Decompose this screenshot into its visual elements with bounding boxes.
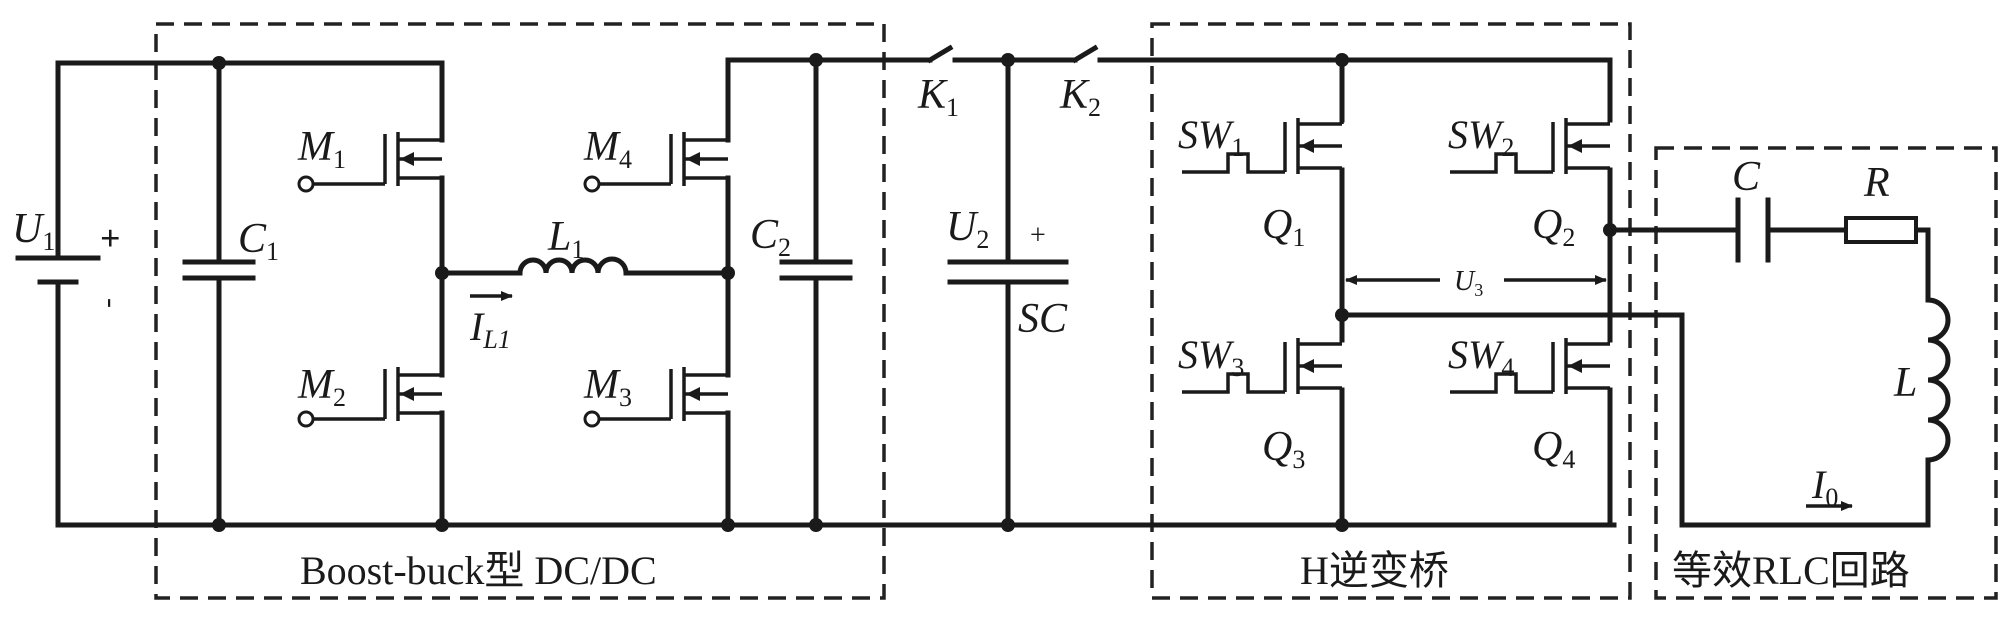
c-label: C: [1732, 154, 1761, 200]
sw4-label: SW4: [1448, 332, 1514, 382]
capacitor-c2: C2: [750, 212, 853, 281]
c1-label: C1: [238, 216, 279, 266]
m4-label: M4: [583, 124, 632, 174]
rlc-caption: 等效RLC回路: [1672, 548, 1910, 593]
l1-label: L1: [547, 214, 584, 264]
sw3-gate-pulse: [1182, 372, 1285, 394]
u1-label: U1: [12, 206, 55, 256]
m3-gate-terminal: [583, 410, 601, 428]
battery-u1: U1 + -: [12, 206, 128, 308]
supercapacitor-u2: U2 + SC: [946, 204, 1069, 342]
k1-label: K1: [917, 72, 959, 122]
mosfet-m1: M1: [297, 124, 442, 193]
m1-gate-terminal: [297, 175, 315, 193]
hbridge-caption: H逆变桥: [1300, 548, 1449, 593]
sw4-gate-pulse: [1450, 372, 1553, 394]
current-i0: I0: [1806, 462, 1853, 512]
u1-minus: -: [95, 298, 128, 308]
l-label: L: [1893, 360, 1917, 406]
r-label: R: [1863, 160, 1890, 206]
m1-label: M1: [297, 124, 346, 174]
m2-gate-terminal: [297, 410, 315, 428]
hbridge-block: [1150, 22, 1632, 600]
q4-label: Q4: [1532, 424, 1575, 474]
dcdc-caption: Boost-buck型 DC/DC: [300, 548, 657, 593]
dcdc-block: [154, 22, 886, 600]
mosfet-q1: Q1 SW1: [1178, 112, 1344, 252]
mosfet-m4: M4: [583, 124, 728, 193]
m3-label: M3: [583, 362, 632, 412]
capacitor-c: C: [1732, 154, 1771, 263]
q2-label: Q2: [1532, 202, 1575, 252]
mosfet-q4: Q4 SW4: [1448, 332, 1610, 474]
capacitor-c1: C1: [182, 216, 279, 281]
q3-label: Q3: [1262, 424, 1305, 474]
sw2-gate-pulse: [1450, 152, 1553, 174]
c2-label: C2: [750, 212, 791, 262]
wiring: [55, 44, 1931, 528]
inductor-l1: L1: [517, 214, 629, 276]
m4-gate-terminal: [583, 175, 601, 193]
rlc-block: [1654, 146, 1998, 600]
u1-plus: +: [100, 218, 121, 258]
mosfet-m3: M3: [583, 362, 728, 428]
u2-label: U2: [946, 204, 989, 254]
current-il1: IL1: [469, 291, 513, 354]
mosfet-q3: Q3 SW3: [1178, 332, 1342, 474]
k2-label: K2: [1059, 72, 1101, 122]
u3-label: U3: [1454, 266, 1483, 300]
sw1-gate-pulse: [1182, 152, 1285, 174]
il1-label: IL1: [469, 304, 511, 354]
inductor-l: L: [1893, 297, 1951, 463]
q1-label: Q1: [1262, 202, 1305, 252]
junction-dots: [212, 53, 1617, 532]
u2-plus: +: [1030, 220, 1046, 251]
m2-label: M2: [297, 362, 346, 412]
mosfet-m2: M2: [297, 362, 442, 428]
sc-label: SC: [1018, 296, 1068, 342]
resistor-r: R: [1844, 160, 1918, 244]
voltage-u3: U3: [1345, 266, 1607, 300]
i0-label: I0: [1811, 462, 1838, 512]
mosfet-q2: Q2 SW2: [1448, 112, 1610, 252]
sw3-label: SW3: [1178, 332, 1244, 382]
